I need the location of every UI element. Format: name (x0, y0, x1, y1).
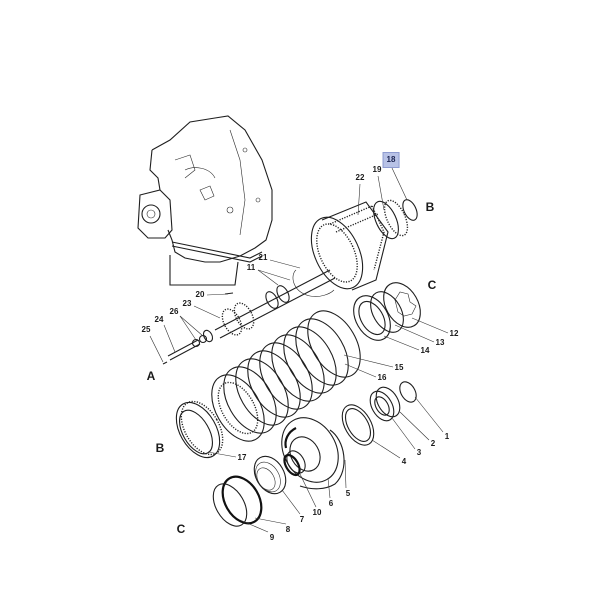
callout-4[interactable]: 4 (401, 457, 407, 466)
mainshaft-assembly (162, 269, 336, 365)
callout-7[interactable]: 7 (299, 515, 305, 524)
callout-8[interactable]: 8 (285, 525, 291, 534)
callout-13[interactable]: 13 (435, 338, 445, 347)
callout-12[interactable]: 12 (449, 329, 459, 338)
callout-1[interactable]: 1 (444, 432, 450, 441)
ring-gear-17 (175, 400, 224, 459)
annulus-drum-assembly (292, 199, 418, 297)
thrust-rings-12-14 (353, 282, 421, 341)
callout-11[interactable]: 11 (246, 263, 256, 272)
section-marker-c-right: C (427, 278, 437, 292)
section-marker-b-right: B (425, 200, 435, 214)
callout-15[interactable]: 15 (394, 363, 404, 372)
callout-6[interactable]: 6 (328, 499, 334, 508)
section-marker-b-left: B (155, 441, 165, 455)
callout-14[interactable]: 14 (420, 346, 430, 355)
section-marker-a-left: A (146, 369, 156, 383)
callout-25[interactable]: 25 (141, 325, 151, 334)
section-marker-c-left: C (176, 522, 186, 536)
gearbox-housing (137, 115, 273, 286)
callout-9[interactable]: 9 (269, 533, 275, 542)
callout-20[interactable]: 20 (195, 290, 205, 299)
callout-18-highlighted[interactable]: 18 (382, 152, 400, 168)
callout-10[interactable]: 10 (312, 508, 322, 517)
clutch-plate-pack (211, 310, 361, 442)
callout-21[interactable]: 21 (258, 253, 268, 262)
bearing-and-rings-1-4 (341, 381, 417, 446)
callout-19[interactable]: 19 (372, 165, 382, 174)
callout-5[interactable]: 5 (345, 489, 351, 498)
callout-24[interactable]: 24 (154, 315, 164, 324)
callout-17[interactable]: 17 (237, 453, 247, 462)
piston-housing-assembly (212, 417, 345, 527)
callout-23[interactable]: 23 (182, 299, 192, 308)
callout-3[interactable]: 3 (416, 448, 422, 457)
callout-2[interactable]: 2 (430, 439, 436, 448)
callout-26[interactable]: 26 (169, 307, 179, 316)
callout-16[interactable]: 16 (377, 373, 387, 382)
leader-lines (149, 167, 449, 533)
callout-22[interactable]: 22 (355, 173, 365, 182)
